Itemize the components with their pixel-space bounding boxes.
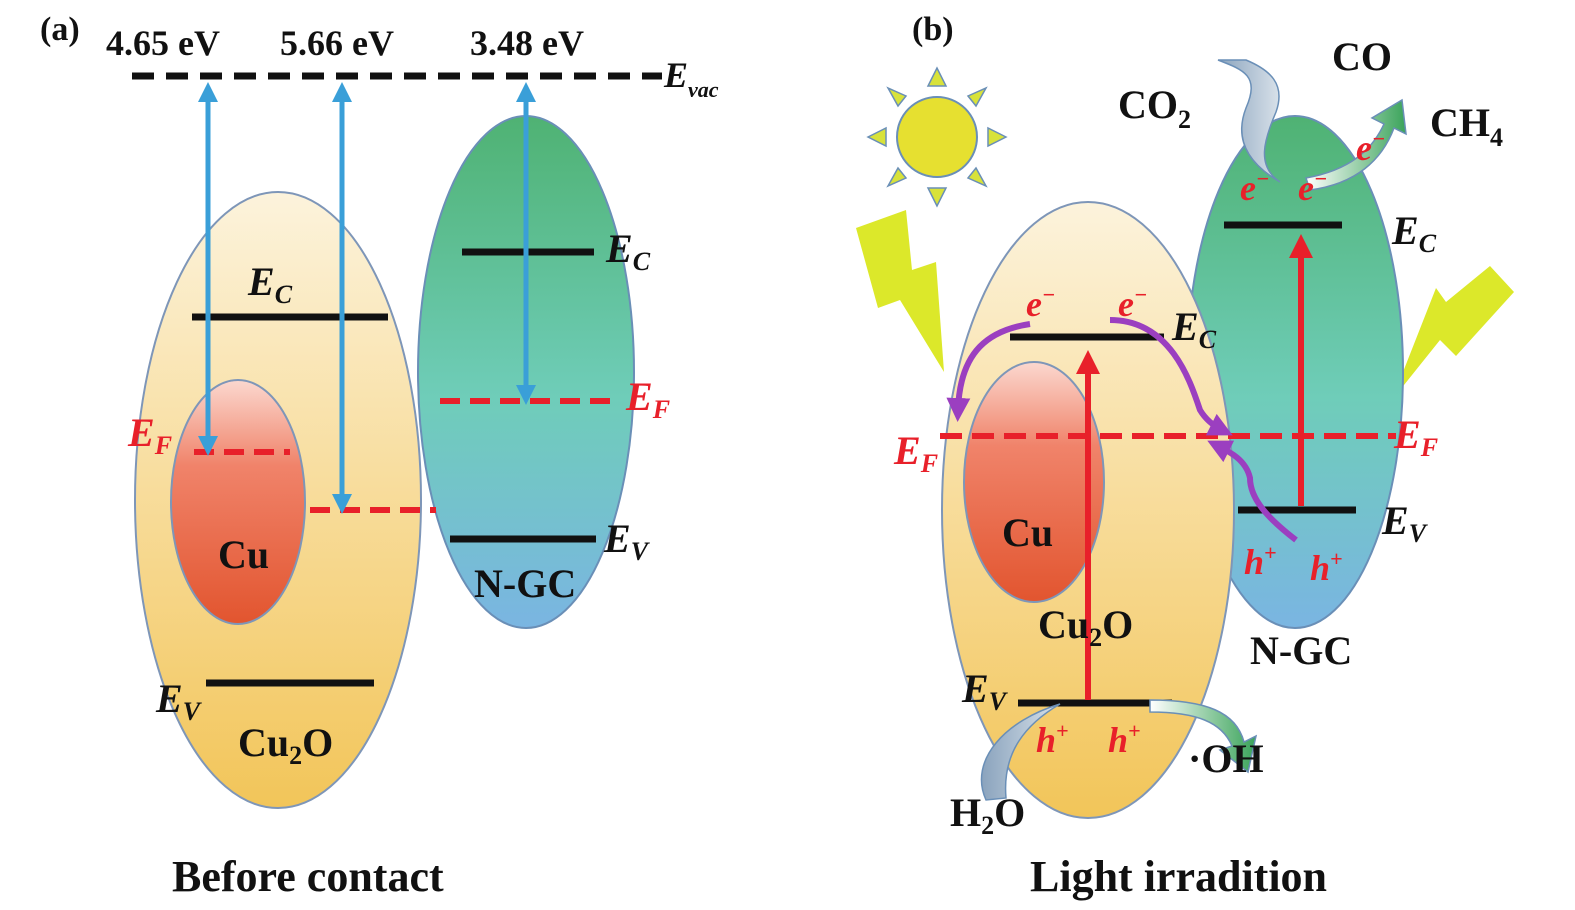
cu2o-label-b: Cu2O (1038, 602, 1133, 652)
co-label: CO (1332, 34, 1392, 79)
electron-label-ngc-1: e− (1240, 166, 1269, 208)
panel-b: (b) (856, 11, 1514, 901)
cu-label-b: Cu (1002, 510, 1053, 555)
h2o-reaction-arrow (980, 703, 1061, 801)
sun-icon (866, 66, 1008, 208)
cu-ellipse-a (170, 379, 306, 625)
co2-reaction-arrow (1217, 59, 1281, 183)
hole-label-ngc-1: h+ (1244, 540, 1277, 582)
ngc-ev-label-b: EV (1381, 498, 1429, 548)
ngc-label-b: N-GC (1250, 628, 1352, 673)
electron-path-to-fermi (1109, 317, 1233, 436)
vacuum-level-label: Evac (663, 55, 719, 102)
lightning-icon-left (856, 210, 944, 372)
electron-label-cu2o-1: e− (1026, 282, 1055, 324)
panel-b-caption: Light irradition (1030, 852, 1327, 901)
panel-a-caption: Before contact (172, 852, 444, 901)
panel-a: (a) 4.65 eV 5.66 eV 3.48 eV Evac EC EF C… (40, 11, 719, 901)
electron-label-ngc-3: e− (1356, 126, 1385, 168)
cu-ef-label-a: EF (127, 410, 172, 460)
fermi-label-right-b: EF (1393, 412, 1438, 462)
panel-a-label: (a) (40, 11, 80, 48)
cu-ellipse-b (963, 361, 1105, 603)
lightning-icon-right (1392, 266, 1514, 400)
energy-label-cu2o: 5.66 eV (280, 23, 394, 63)
ngc-label-a: N-GC (474, 561, 576, 606)
electron-path-to-cu (946, 321, 1031, 422)
electron-label-ngc-2: e− (1298, 166, 1327, 208)
hole-label-cu2o-2: h+ (1108, 718, 1141, 760)
cu-label-a: Cu (218, 532, 269, 577)
cu2o-ev-label-b: EV (961, 666, 1009, 716)
ngc-ec-label-a: EC (605, 226, 651, 276)
hole-label-cu2o-1: h+ (1036, 718, 1069, 760)
co2-label: CO2 (1118, 82, 1191, 134)
cu2o-label-a: Cu2O (238, 720, 333, 770)
panel-b-label: (b) (912, 11, 954, 48)
cu2o-ec-label-a: EC (247, 259, 293, 309)
oh-label: ·OH (1188, 736, 1264, 781)
h2o-label: H2O (950, 790, 1025, 840)
oh-product-arrow (1149, 699, 1258, 774)
ngc-ev-label-a: EV (603, 516, 651, 566)
hole-label-ngc-2: h+ (1310, 546, 1343, 588)
electron-label-cu2o-2: e− (1118, 282, 1147, 324)
cu2o-ev-label-a: EV (155, 676, 203, 726)
energy-label-ngc: 3.48 eV (470, 23, 584, 63)
ch4-label: CH4 (1430, 100, 1503, 152)
ngc-ec-label-b: EC (1391, 208, 1437, 258)
energy-label-cu: 4.65 eV (106, 23, 220, 63)
hole-path-from-ngc (1207, 440, 1298, 543)
cu2o-ec-label-b: EC (1171, 304, 1217, 354)
fermi-label-left-b: EF (893, 428, 938, 478)
ngc-ef-label-a: EF (625, 374, 670, 424)
ch4-product-arrow (1305, 98, 1407, 191)
